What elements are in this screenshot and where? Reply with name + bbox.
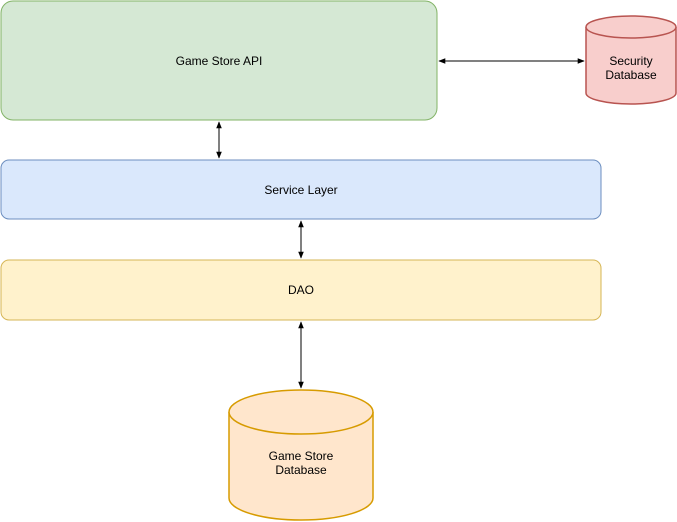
game-store-database-body: [228, 412, 374, 521]
game-store-api-label: Game Store API: [176, 54, 263, 68]
service-layer-node[interactable]: Service Layer: [0, 159, 602, 220]
dao-node[interactable]: DAO: [0, 259, 602, 321]
security-database-label-line1: Security: [609, 54, 652, 68]
game-store-database-node[interactable]: Game Store Database: [228, 389, 374, 521]
game-store-database-label-line2: Database: [275, 463, 327, 477]
security-database-body: [585, 27, 677, 105]
dao-box: [0, 259, 602, 321]
security-database-node[interactable]: Security Database: [585, 15, 677, 105]
game-store-database-top: [228, 389, 374, 435]
dao-label: DAO: [288, 283, 314, 297]
security-database-label-line2: Database: [605, 68, 657, 82]
service-layer-box: [0, 159, 602, 220]
service-layer-label: Service Layer: [264, 183, 337, 197]
game-store-api-node[interactable]: Game Store API: [0, 0, 438, 121]
security-database-top: [585, 15, 677, 39]
game-store-api-box: [0, 0, 438, 121]
game-store-database-label-line1: Game Store: [269, 449, 334, 463]
